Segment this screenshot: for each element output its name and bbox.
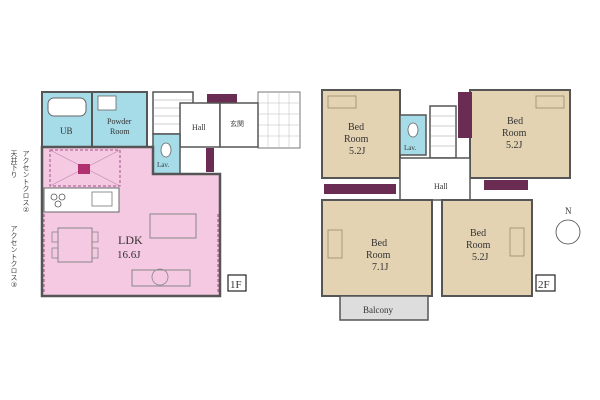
balcony: [339, 295, 429, 321]
powder-room-label-1: Powder: [107, 117, 132, 126]
lav-2f-label: Lav.: [404, 144, 416, 152]
floor-2-label: 2F: [538, 279, 550, 291]
bed-ne-label-1: Bed: [507, 116, 523, 127]
bed-sw-label-1: Bed: [371, 238, 387, 249]
powder-room-label-2: Room: [110, 127, 130, 136]
balcony-label: Balcony: [363, 305, 393, 315]
bed-nw-label-2: Room: [344, 134, 369, 145]
dining-chair-3: [91, 231, 99, 243]
dining-chair-1: [51, 231, 59, 243]
ceiling-drop-note: 天井下り: [10, 150, 18, 178]
toilet-1f: [160, 142, 172, 158]
dining-chair-2: [51, 247, 59, 259]
entrance-shoe-closet: [207, 94, 237, 103]
ceiling-drop-area: [49, 149, 121, 187]
floor-1-label: 1F: [230, 279, 242, 291]
ub-label: UB: [60, 126, 73, 136]
bed-nw-label-1: Bed: [348, 122, 364, 133]
bed-nw-furniture: [327, 95, 357, 109]
stove-burner-1: [50, 193, 58, 201]
lav-1f-label: Lav.: [157, 161, 169, 169]
bedroom-ne: [469, 89, 571, 179]
bed-sw-label-2: Room: [366, 250, 391, 261]
stair-treads-2f: [430, 115, 456, 147]
porch-grid-lines: [258, 92, 300, 148]
stove-burner-3: [54, 200, 62, 208]
rug: [151, 268, 169, 286]
hall-1f-label: Hall: [192, 123, 207, 132]
toilet-2f: [407, 122, 419, 138]
bathtub: [47, 97, 87, 117]
sofa: [149, 213, 197, 239]
closet-sw: [324, 184, 396, 194]
hall-closet-1f: [206, 148, 214, 172]
floor-1: UB Powder Room UP Hall 玄関 Lav.: [10, 91, 301, 298]
bed-se-label-2: Room: [466, 240, 491, 251]
ldk-room: [40, 145, 222, 298]
hall-2f-label: Hall: [434, 182, 449, 191]
bed-sw-furniture: [327, 229, 343, 259]
bedroom-se: [441, 199, 533, 297]
bed-sw-size: 7.1J: [372, 262, 389, 273]
stove-burner-2: [58, 193, 66, 201]
closet-ne: [458, 92, 472, 138]
bed-se-size: 5.2J: [472, 252, 489, 263]
kitchen-sink: [91, 191, 113, 207]
entrance: [219, 102, 259, 148]
bed-se-label-1: Bed: [470, 228, 486, 239]
bedroom-sw: [321, 199, 433, 297]
floor-2-badge: [535, 274, 556, 292]
hall-2f: [399, 157, 471, 201]
floor-2: Bed Room 5.2J Lav. DN Bed Room 5.2J Hall…: [321, 89, 581, 321]
dining-table: [57, 227, 93, 263]
hall-1f: [179, 102, 221, 148]
ldk-size-label: 16.6J: [117, 249, 141, 261]
closet-se: [484, 180, 528, 190]
compass-needle: [565, 221, 571, 243]
bed-se-furniture: [509, 227, 525, 257]
stairs-2f: [429, 105, 457, 159]
bed-nw-size: 5.2J: [349, 146, 366, 157]
washing-machine: [97, 95, 117, 111]
range-hood: [78, 164, 90, 174]
dining-chair-4: [91, 247, 99, 259]
bed-ne-furniture: [535, 95, 565, 109]
accent-cross-note-3: アクセントクロス③: [10, 225, 18, 289]
tv-board: [131, 269, 191, 287]
ldk-label: LDK: [118, 233, 143, 247]
compass-north-label: N: [565, 206, 572, 216]
bed-ne-size: 5.2J: [506, 140, 523, 151]
floor-1-badge: [227, 274, 247, 292]
entrance-label: 玄関: [230, 119, 244, 128]
compass-circle: [555, 219, 581, 245]
bed-ne-label-2: Room: [502, 128, 527, 139]
bedroom-nw: [321, 89, 401, 179]
accent-cross-note-2: アクセントクロス②: [22, 150, 30, 214]
